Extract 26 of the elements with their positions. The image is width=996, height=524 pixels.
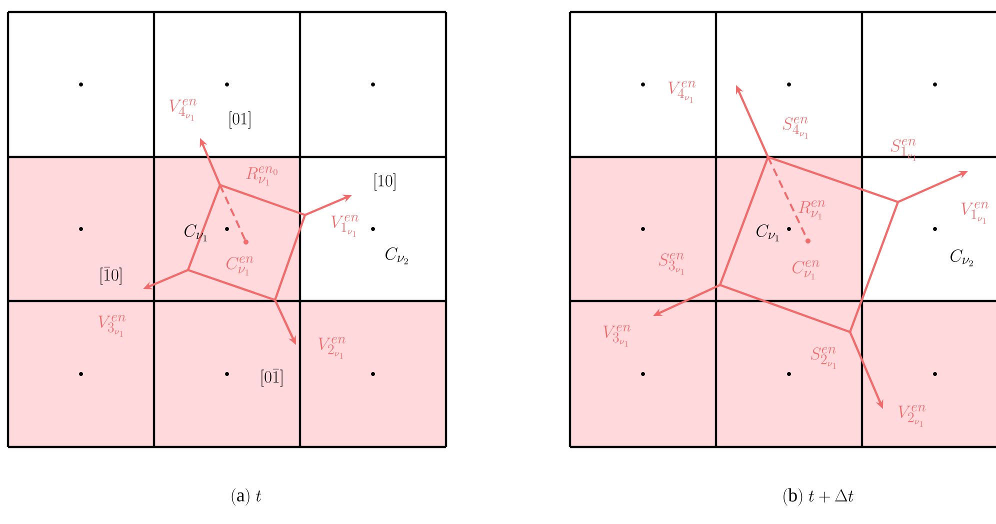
math-label: $C_{\nu_2}$ [950, 249, 973, 266]
math-label: $S_{3_{\nu_1}}^{en}$ [658, 252, 684, 275]
math-label: $C_{\nu_1}$ [756, 224, 779, 242]
math-label: $[\bar{1}0]$ [100, 266, 122, 285]
math-label: $S_{1_{\nu_1}}^{en}$ [890, 138, 916, 161]
math-label: $V_{2_{\nu_1}}^{en}$ [898, 404, 926, 427]
math-label: $V_{2_{\nu_1}}^{en}$ [318, 336, 346, 359]
math-label: $\mathrm{(a)}\ t$ [232, 488, 262, 506]
math-label: $C_{\nu_2}$ [386, 247, 408, 264]
math-label: $C_{\nu_1}$ [184, 224, 207, 242]
math-label: $\mathrm{(b)}\ t+\Delta t$ [784, 488, 854, 506]
math-label: $R_{\nu_1}^{en_0}$ [246, 166, 278, 186]
math-label: $[0\bar{1}]$ [262, 368, 282, 387]
math-label: $V_{3_{\nu_1}}^{en}$ [98, 314, 126, 337]
math-label: $V_{3_{\nu_1}}^{en}$ [603, 324, 631, 347]
math-label: $S_{2_{\nu_1}}^{en}$ [810, 346, 836, 369]
math-label: $V_{1_{\nu_1}}^{en}$ [961, 202, 989, 224]
math-label: $V_{1_{\nu_1}}^{en}$ [331, 214, 359, 237]
math-label: $V_{4_{\nu_1}}^{en}$ [668, 80, 696, 103]
math-label: $[10]$ [374, 173, 396, 191]
math-label: $C_{\nu_1}^{en}$ [226, 256, 254, 276]
math-label: $[01]$ [230, 111, 250, 129]
math-label: $S_{4_{\nu_1}}^{en}$ [782, 116, 808, 139]
math-label: $R_{\nu_1}^{en}$ [798, 200, 826, 220]
math-label: $V_{4_{\nu_1}}^{en}$ [169, 98, 197, 121]
math-label: $C_{\nu_1}^{en}$ [792, 260, 820, 280]
